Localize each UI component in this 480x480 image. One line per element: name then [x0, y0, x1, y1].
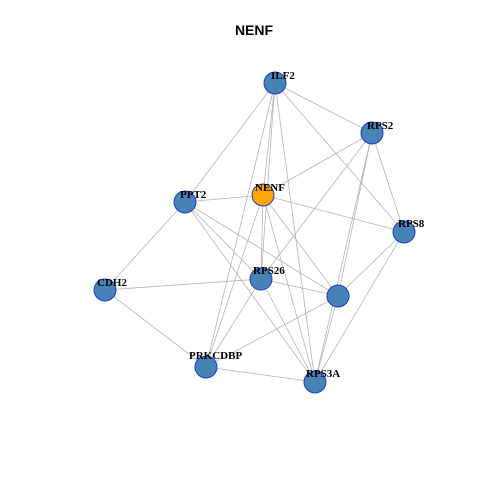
edge-rps2-nenf: [262, 132, 373, 196]
edge-cdh2-rps26: [104, 278, 262, 291]
edge-ppt2-cdh2: [104, 201, 186, 291]
node-label-rps8: RPS8: [398, 218, 425, 230]
node-label-rps3a: RPS3A: [306, 368, 340, 380]
node-rps26[interactable]: RPS26: [249, 265, 285, 291]
node-circle-nenf[interactable]: [251, 183, 275, 207]
node-label-prkcdbp: PRKCDBP: [189, 350, 242, 362]
edge-ilf2-rps26: [260, 82, 276, 280]
edge-rps2-unlabeled: [337, 132, 373, 297]
node-rps3a[interactable]: RPS3A: [303, 368, 340, 394]
node-prkcdbp[interactable]: PRKCDBP: [189, 350, 242, 379]
edge-nenf-rps3a: [262, 194, 316, 383]
edge-rps8-rps3a: [314, 231, 405, 383]
node-circle-rps26[interactable]: [249, 267, 273, 291]
node-nenf[interactable]: NENF: [251, 182, 285, 207]
edge-ilf2-rps3a: [274, 82, 316, 383]
node-label-rps26: RPS26: [253, 265, 285, 277]
graph-title: NENF: [235, 22, 274, 38]
edge-rps26-prkcdbp: [205, 278, 262, 368]
node-circle-rps2[interactable]: [360, 121, 384, 145]
edge-unlabeled-rps3a: [314, 295, 339, 383]
edge-cdh2-prkcdbp: [104, 289, 207, 368]
edge-ilf2-rps2: [274, 82, 373, 134]
node-cdh2[interactable]: CDH2: [93, 277, 127, 302]
node-unlabeled[interactable]: [326, 284, 350, 308]
edge-ilf2-ppt2: [184, 82, 276, 203]
edge-rps2-rps3a: [314, 132, 373, 383]
edge-rps26-rps3a: [260, 278, 316, 383]
node-circle-unlabeled[interactable]: [326, 284, 350, 308]
node-rps8[interactable]: RPS8: [392, 218, 425, 244]
edges-layer: [104, 82, 405, 383]
node-label-cdh2: CDH2: [97, 277, 127, 289]
node-label-ppt2: PPT2: [180, 189, 207, 201]
node-circle-ppt2[interactable]: [173, 190, 197, 214]
node-label-ilf2: ILF2: [271, 70, 295, 82]
node-label-nenf: NENF: [255, 182, 285, 194]
edge-prkcdbp-rps3a: [205, 366, 316, 383]
edge-rps26-unlabeled: [260, 278, 339, 297]
edge-ppt2-nenf: [184, 194, 264, 203]
node-rps2[interactable]: RPS2: [360, 120, 394, 145]
edge-ilf2-nenf: [262, 82, 276, 196]
node-circle-ilf2[interactable]: [263, 71, 287, 95]
edge-rps8-unlabeled: [337, 231, 405, 297]
edge-nenf-rps26: [260, 194, 264, 280]
edge-ilf2-prkcdbp: [205, 82, 276, 368]
edge-unlabeled-prkcdbp: [205, 295, 339, 368]
node-circle-cdh2[interactable]: [93, 278, 117, 302]
edge-ppt2-rps3a: [184, 201, 316, 383]
node-circle-prkcdbp[interactable]: [194, 355, 218, 379]
node-circle-rps8[interactable]: [392, 220, 416, 244]
edge-ilf2-rps8: [274, 82, 405, 233]
edge-ppt2-rps26: [184, 201, 262, 280]
node-label-rps2: RPS2: [367, 120, 394, 132]
edge-nenf-rps8: [262, 194, 405, 233]
edge-rps2-rps8: [371, 132, 405, 233]
node-ilf2[interactable]: ILF2: [263, 70, 295, 95]
edge-nenf-unlabeled: [262, 194, 339, 297]
node-circle-rps3a[interactable]: [303, 370, 327, 394]
node-ppt2[interactable]: PPT2: [173, 189, 207, 214]
